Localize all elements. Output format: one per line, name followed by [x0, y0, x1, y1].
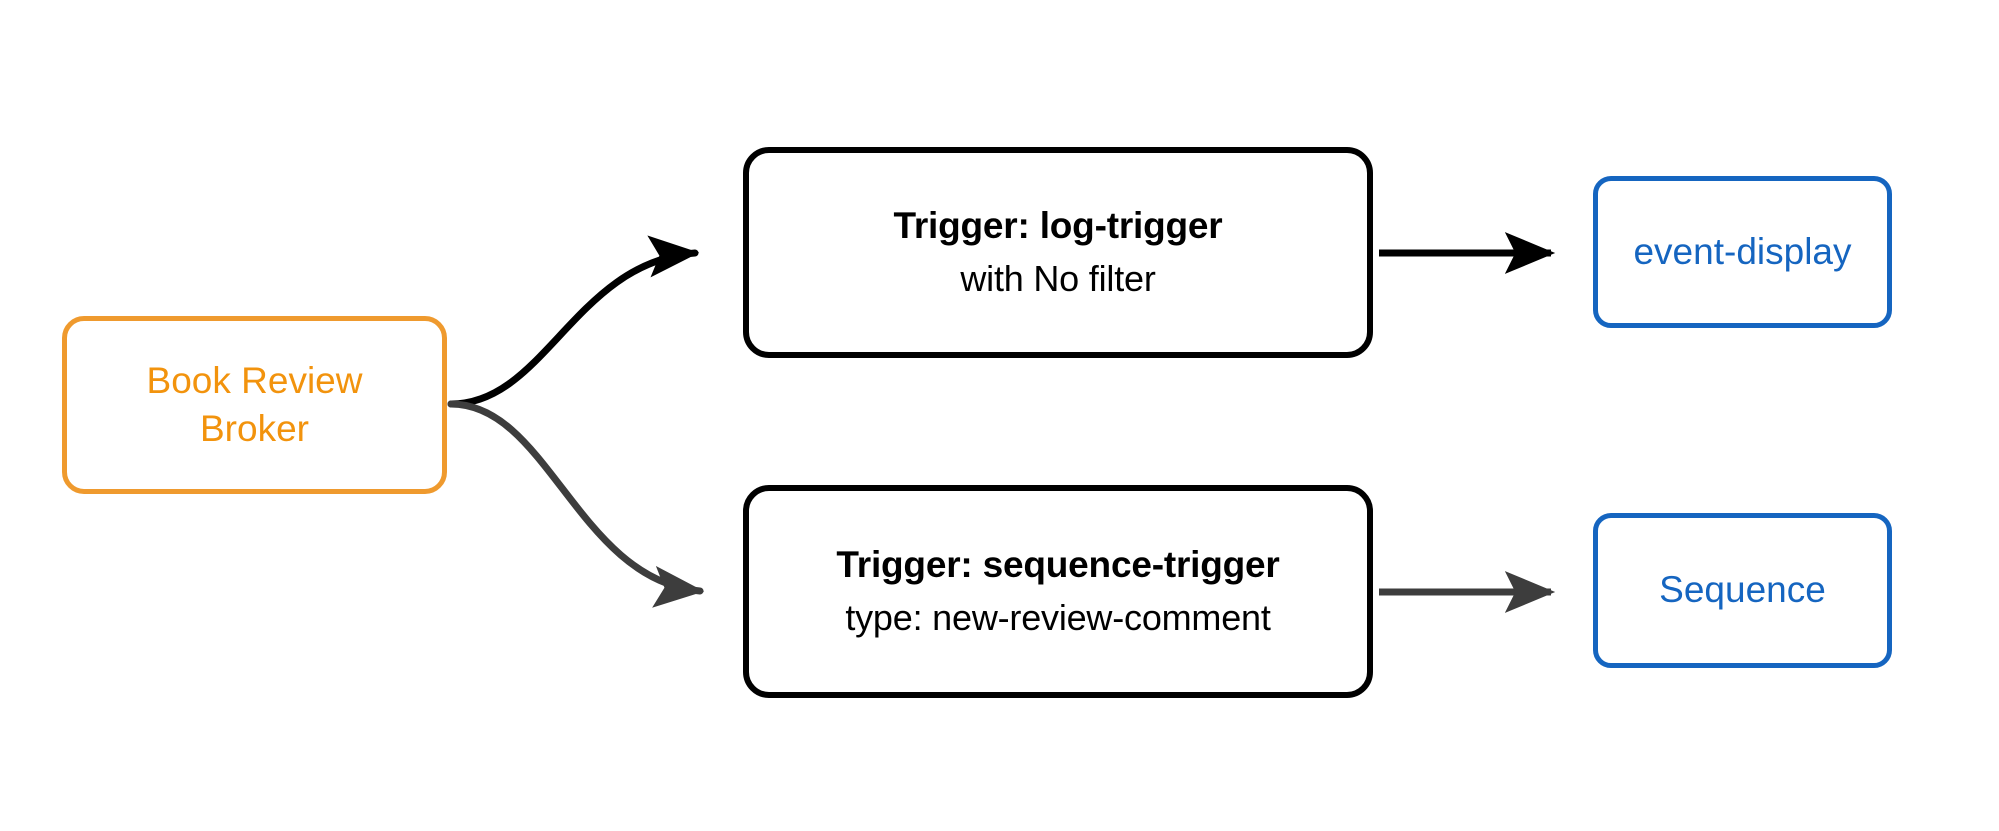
- sequence-label: Sequence: [1659, 569, 1826, 611]
- edge-broker-to-log-trigger: [447, 235, 700, 408]
- node-book-review-broker[interactable]: Book Review Broker: [62, 316, 447, 494]
- node-sequence-trigger[interactable]: Trigger: sequence-trigger type: new-revi…: [743, 485, 1373, 698]
- node-sequence[interactable]: Sequence: [1593, 513, 1892, 668]
- edge-broker-to-sequence-trigger: [447, 400, 705, 608]
- log-trigger-title: Trigger: log-trigger: [893, 205, 1223, 247]
- broker-label-line-2: Broker: [200, 408, 309, 449]
- node-event-display[interactable]: event-display: [1593, 176, 1892, 328]
- broker-label-line-1: Book Review: [146, 359, 363, 401]
- node-log-trigger[interactable]: Trigger: log-trigger with No filter: [743, 147, 1373, 358]
- sequence-trigger-subtitle: type: new-review-comment: [845, 597, 1271, 639]
- sequence-trigger-title: Trigger: sequence-trigger: [836, 544, 1280, 586]
- log-trigger-subtitle: with No filter: [960, 258, 1156, 300]
- event-display-label: event-display: [1633, 230, 1852, 272]
